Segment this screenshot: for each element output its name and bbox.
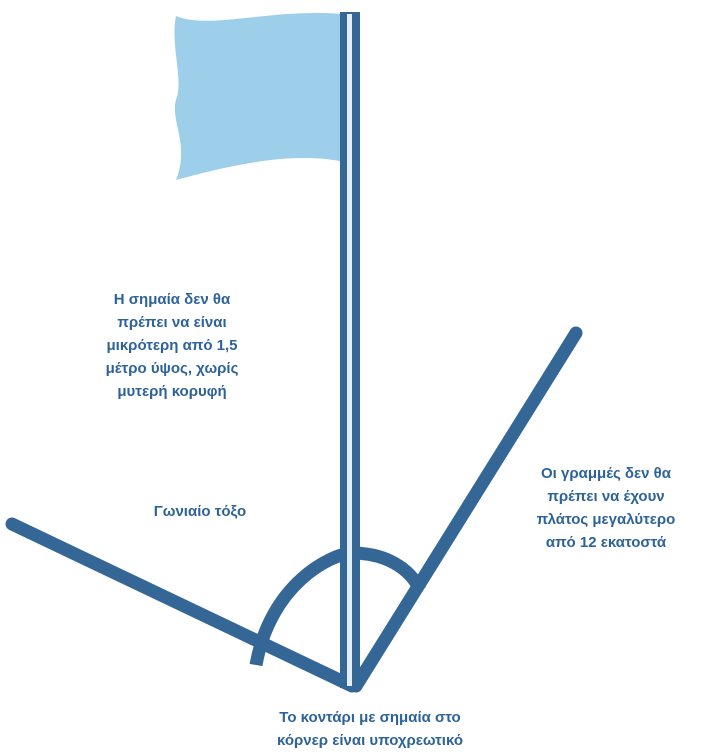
corner-arc-label: Γωνιαίο τόξο xyxy=(120,500,280,523)
left-boundary-line xyxy=(5,517,359,693)
lines-note-line: Οι γραμμές δεν θα xyxy=(541,465,671,482)
flag-note-line: μέτρο ύψος, χωρίς xyxy=(105,360,239,377)
flag-note-line: Η σημαία δεν θα xyxy=(113,291,231,308)
flag-cloth xyxy=(174,12,344,180)
lines-note-line: από 12 εκατοστά xyxy=(545,534,667,551)
flag-height-note: Η σημαία δεν θα πρέπει να είναι μικρότερ… xyxy=(62,288,282,403)
line-width-note: Οι γραμμές δεν θα πρέπει να έχουν πλάτος… xyxy=(500,462,712,554)
lines-note-line: πρέπει να έχουν xyxy=(547,488,665,505)
flag-note-line: πρέπει να είναι xyxy=(117,314,227,331)
arc-label-line: Γωνιαίο τόξο xyxy=(153,503,247,520)
flag-note-line: μικρότερη από 1,5 xyxy=(106,337,238,354)
flag-note-line: μυτερή κορυφή xyxy=(117,383,227,400)
pole-note-line: Το κοντάρι με σημαία στο xyxy=(279,709,461,726)
lines-note-line: πλάτος μεγαλύτερο xyxy=(536,511,676,528)
flag-pole-highlight xyxy=(347,14,352,686)
pole-mandatory-note: Το κοντάρι με σημαία στο κόρνερ είναι υπ… xyxy=(220,706,520,752)
pole-note-line: κόρνερ είναι υποχρεωτικό xyxy=(277,732,463,749)
right-boundary-line xyxy=(349,326,583,693)
